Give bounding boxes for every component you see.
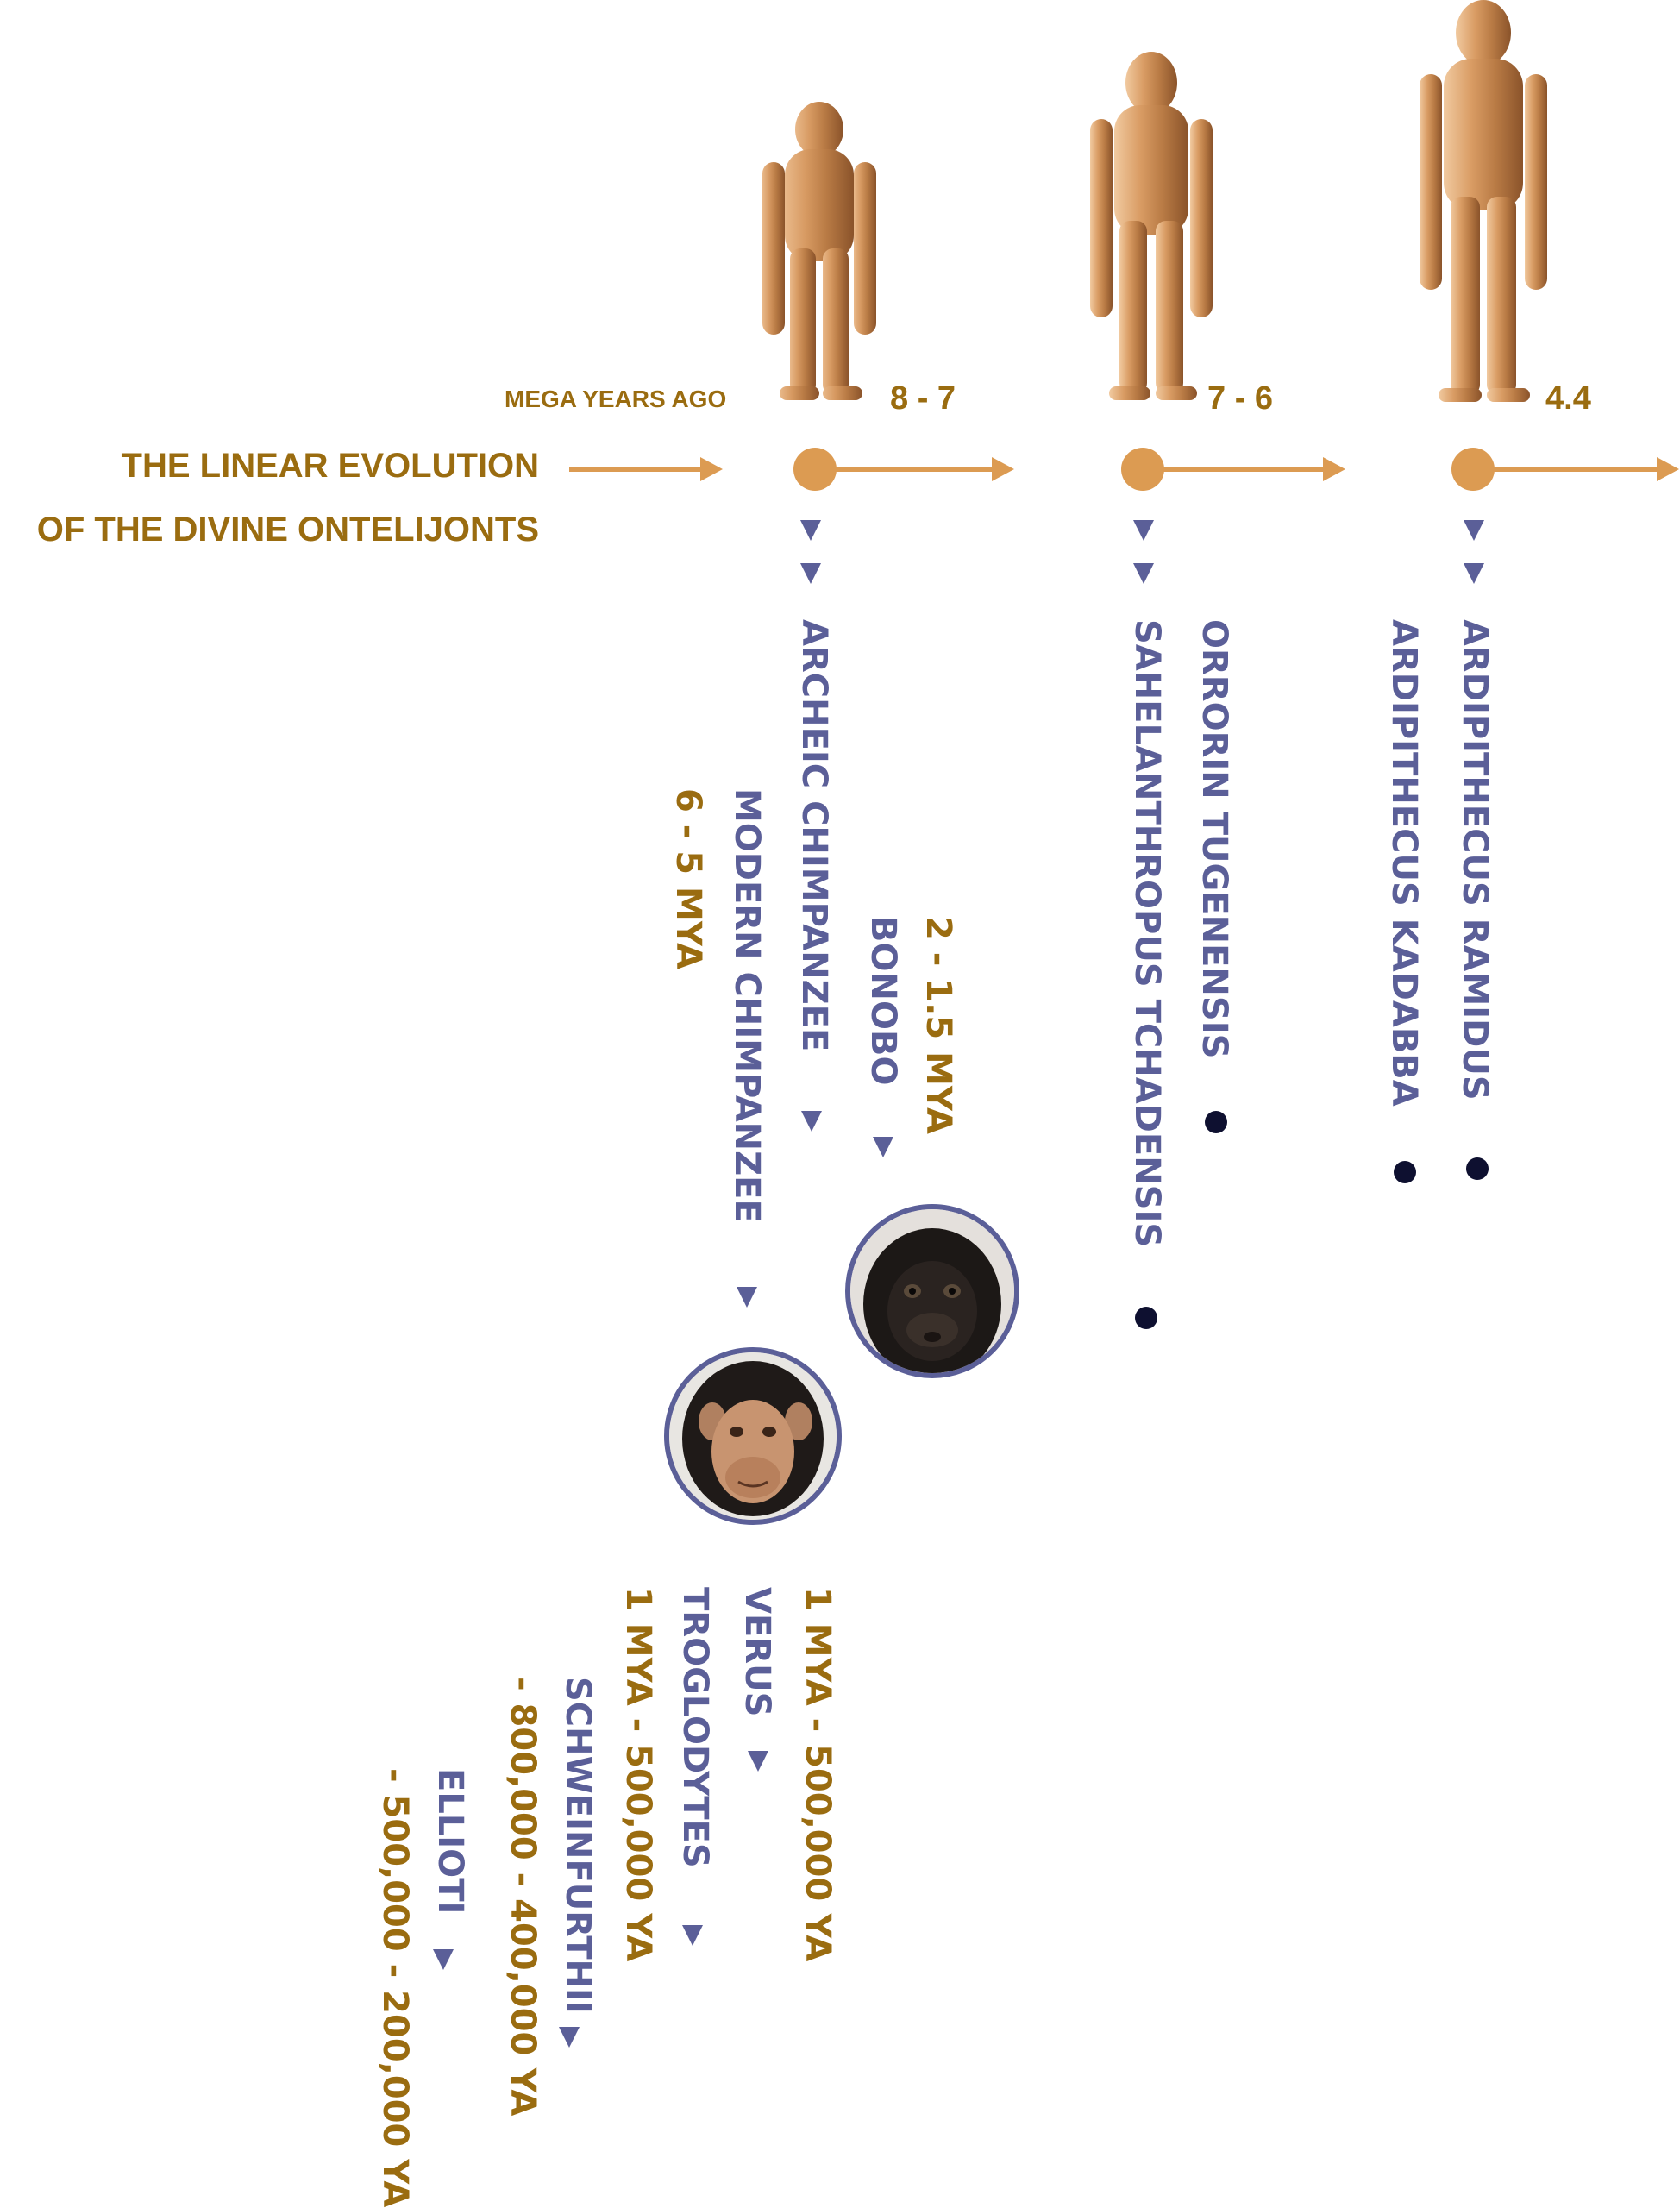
timeline-arrow-3-line	[1483, 467, 1658, 472]
label-ardipithecus-ramidus: ARDIPITHECUS RAMIDUS	[1455, 619, 1495, 1101]
hominid-figure-2	[1090, 52, 1213, 400]
label-ardipithecus-kadabba: ARDIPITHECUS KADABBA	[1384, 619, 1424, 1107]
label-sahelanthropus-tchadensis: SAHELANTHROPUS TCHADENSIS	[1127, 619, 1167, 1248]
terminal-dot	[1466, 1157, 1489, 1180]
timeline-arrow-2-line	[1156, 467, 1337, 472]
era-label-1: 8 - 7	[890, 380, 956, 417]
label-ellioti-date: - 500,000 - 200,000 YA	[375, 1768, 415, 2208]
bonobo-face-image	[850, 1209, 1014, 1373]
timeline-arrow-3-head	[1657, 457, 1679, 481]
era-label-3: 4.4	[1545, 380, 1591, 417]
pointer-triangle	[748, 1751, 768, 1772]
title-line-1: THE LINEAR EVOLUTION	[121, 447, 539, 485]
pointer-triangle	[1464, 520, 1484, 541]
pointer-triangle	[873, 1137, 893, 1157]
label-schweinfurthii: SCHWEINFURTHII	[558, 1677, 598, 2014]
chimpanzee-portrait	[664, 1347, 842, 1525]
chimpanzee-face-image	[669, 1352, 837, 1520]
label-bonobo: BONOBO	[863, 916, 903, 1086]
timeline-arrow-1-line	[828, 467, 1006, 472]
units-label: MEGA YEARS AGO	[505, 386, 727, 412]
pointer-triangle	[682, 1925, 703, 1946]
label-verus: VERUS	[737, 1587, 777, 1717]
hominid-figure-3	[1420, 0, 1547, 402]
timeline-arrow-2-head	[1323, 457, 1345, 481]
pointer-triangle	[737, 1287, 757, 1308]
pointer-triangle	[800, 520, 821, 541]
bonobo-portrait	[845, 1204, 1019, 1378]
title-line-2: OF THE DIVINE ONTELIJONTS	[36, 511, 539, 549]
label-archeic-chimpanzee: ARCHEIC CHIMPANZEE	[794, 619, 834, 1052]
label-verus-date: 1 MYA - 500,000 YA	[798, 1587, 837, 1962]
era-label-2: 7 - 6	[1207, 380, 1274, 417]
label-troglodytes-date: 1 MYA - 500,000 YA	[618, 1587, 658, 1962]
lead-arrow-line	[569, 467, 707, 472]
pointer-triangle	[433, 1949, 454, 1970]
hominid-figure-1	[762, 102, 876, 400]
pointer-triangle	[1464, 563, 1484, 584]
lead-arrow-head	[700, 457, 723, 481]
terminal-dot	[1135, 1307, 1157, 1329]
label-modern-chimpanzee-date: 6 - 5 MYA	[668, 788, 708, 969]
label-schweinfurthii-date: - 800,000 - 400,000 YA	[503, 1677, 542, 2117]
terminal-dot	[1205, 1111, 1227, 1133]
label-orrorin-tugenensis: ORRORIN TUGENENSIS	[1194, 619, 1234, 1059]
terminal-dot	[1394, 1161, 1416, 1183]
pointer-triangle	[1133, 520, 1154, 541]
label-troglodytes: TROGLODYTES	[675, 1587, 715, 1868]
label-modern-chimpanzee: MODERN CHIMPANZEE	[727, 788, 767, 1223]
label-bonobo-date: 2 - 1.5 MYA	[918, 916, 958, 1134]
pointer-triangle	[801, 1111, 822, 1132]
timeline-arrow-1-head	[992, 457, 1014, 481]
label-ellioti: ELLIOTI	[430, 1768, 470, 1915]
pointer-triangle	[800, 563, 821, 584]
pointer-triangle	[1133, 563, 1154, 584]
pointer-triangle	[559, 2027, 580, 2048]
